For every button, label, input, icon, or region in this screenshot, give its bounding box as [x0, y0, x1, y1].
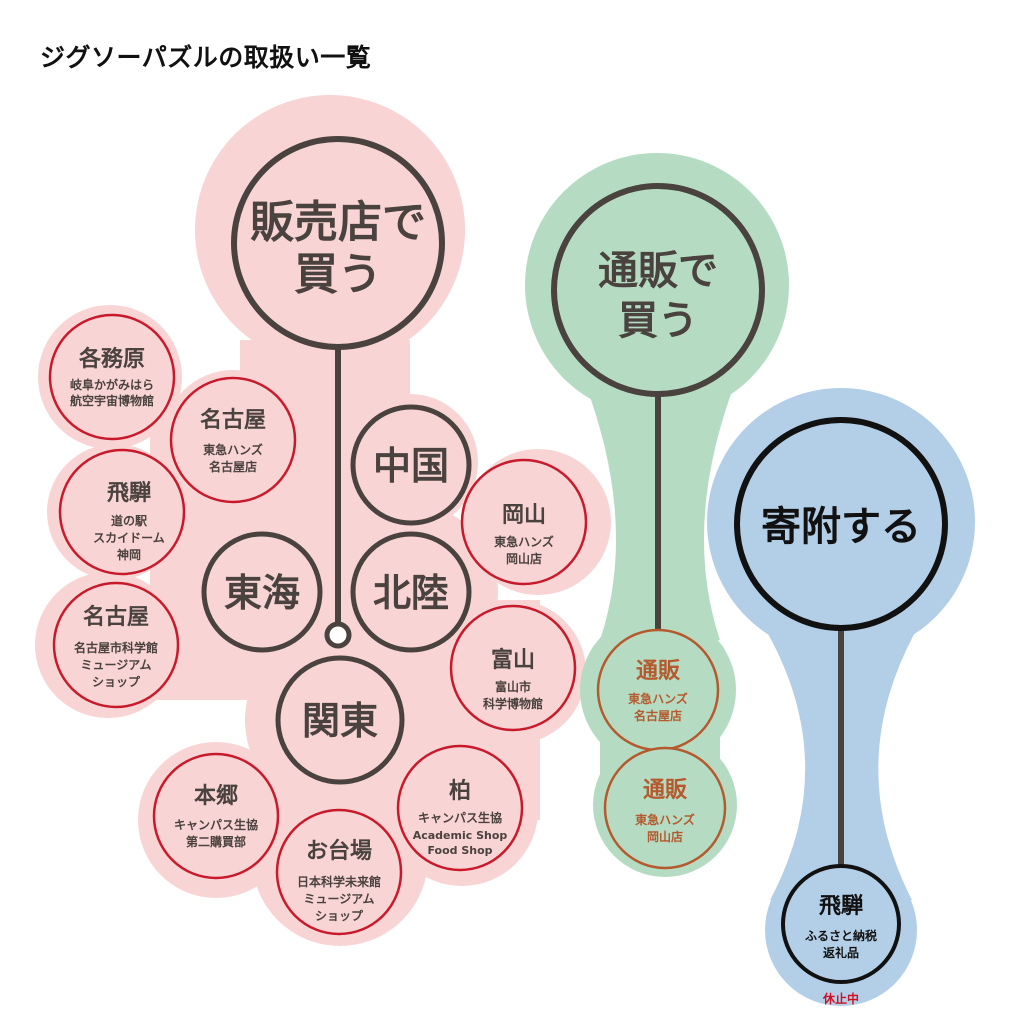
- location-name: 本郷: [194, 784, 238, 809]
- location-detail: ミュージアム: [81, 658, 152, 672]
- donate-category: 寄附する: [734, 417, 948, 631]
- location-detail: 東急ハンズ: [494, 534, 554, 549]
- location-name: 飛騨: [819, 894, 863, 919]
- location-detail: キャンパス生協: [418, 810, 502, 825]
- location-detail: ショップ: [315, 908, 364, 923]
- store-category-label: 販売店で買う: [250, 197, 426, 300]
- location-toyama: 富山 富山市 科学博物館: [449, 604, 577, 732]
- location-detail: 返礼品: [823, 945, 859, 960]
- location-okayama: 岡山 東急ハンズ 岡山店: [460, 458, 588, 586]
- region-hokuriku: 北陸: [350, 531, 472, 653]
- region-tokai-label: 東海: [224, 571, 300, 615]
- store-category: 販売店で買う: [231, 136, 445, 350]
- location-name: 各務原: [78, 346, 145, 372]
- location-hongo: 本郷 キャンパス生協 第二購買部: [152, 752, 280, 880]
- location-detail: 東急ハンズ: [203, 442, 263, 457]
- location-detail: 日本科学未来館: [297, 874, 381, 889]
- location-detail: ふるさと納税: [805, 928, 877, 943]
- mail-category: 通販で買う: [551, 183, 765, 397]
- location-detail: Academic Shop: [413, 829, 508, 842]
- region-kanto-label: 関東: [302, 699, 378, 743]
- mail-category-label: 通販で買う: [598, 248, 718, 344]
- location-name: 名古屋: [83, 604, 149, 630]
- location-detail: 第二購買部: [186, 834, 246, 849]
- location-hida-furusato: 飛騨 ふるさと納税 返礼品 休止中: [781, 864, 901, 1006]
- location-detail: 航空宇宙博物館: [70, 393, 154, 408]
- store-stem-end: [324, 621, 352, 649]
- location-name: お台場: [306, 838, 372, 864]
- location-detail: スカイドーム: [93, 531, 165, 545]
- location-detail: Food Shop: [427, 844, 492, 857]
- region-kanto: 関東: [275, 655, 405, 785]
- donate-category-label: 寄附する: [761, 504, 921, 550]
- location-detail: 神岡: [117, 547, 141, 562]
- location-kashiwa: 柏 キャンパス生協 Academic Shop Food Shop: [396, 744, 524, 872]
- location-detail: 岡山店: [647, 829, 683, 844]
- location-detail: 岐阜かがみはら: [70, 377, 154, 392]
- location-hida: 飛騨 道の駅 スカイドーム 神岡: [58, 448, 186, 576]
- region-tokai: 東海: [201, 531, 323, 653]
- region-chugoku-label: 中国: [373, 444, 449, 488]
- location-nagoya-hands: 名古屋 東急ハンズ 名古屋店: [169, 376, 297, 504]
- location-name: 岡山: [502, 503, 546, 528]
- location-detail: キャンパス生協: [174, 817, 258, 832]
- location-detail: 富山市: [495, 679, 531, 694]
- location-detail: 東急ハンズ: [635, 812, 695, 827]
- location-name: 通販: [643, 778, 688, 803]
- location-detail: 道の駅: [111, 513, 148, 528]
- location-detail: 名古屋店: [634, 708, 682, 723]
- location-nagoya-museum: 名古屋 名古屋市科学館 ミュージアム ショップ: [52, 581, 180, 709]
- location-mail-nagoya: 通販 東急ハンズ 名古屋店: [596, 628, 720, 752]
- location-detail: 岡山店: [506, 551, 542, 566]
- location-detail: ミュージアム: [304, 892, 375, 906]
- location-detail: 名古屋店: [209, 459, 257, 474]
- location-mail-okayama: 通販 東急ハンズ 岡山店: [603, 746, 727, 870]
- status-suspended: 休止中: [822, 991, 859, 1006]
- region-hokuriku-label: 北陸: [373, 571, 449, 615]
- location-odaiba: お台場 日本科学未来館 ミュージアム ショップ: [275, 808, 403, 936]
- location-name: 名古屋: [200, 407, 266, 433]
- location-detail: 名古屋市科学館: [74, 640, 158, 655]
- page-title: ジグソーパズルの取扱い一覧: [40, 43, 372, 72]
- location-name: 通販: [636, 659, 681, 684]
- location-detail: 東急ハンズ: [628, 691, 688, 706]
- location-name: 富山: [491, 647, 535, 673]
- location-detail: ショップ: [92, 674, 141, 689]
- location-name: 柏: [449, 778, 471, 804]
- location-detail: 科学博物館: [483, 696, 543, 711]
- region-chugoku: 中国: [350, 404, 472, 526]
- location-kakamigahara: 各務原 岐阜かがみはら 航空宇宙博物館: [48, 313, 176, 441]
- location-name: 飛騨: [107, 481, 151, 506]
